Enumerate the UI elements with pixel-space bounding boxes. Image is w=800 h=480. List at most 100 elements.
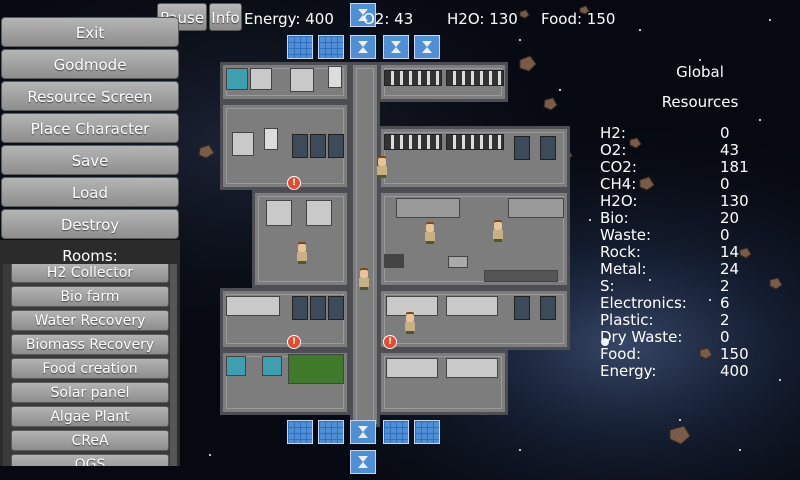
room-module[interactable] bbox=[378, 62, 508, 102]
rooms-list[interactable]: H2 Collector Bio farm Water Recovery Bio… bbox=[3, 264, 177, 466]
hourglass-machine[interactable] bbox=[328, 66, 342, 88]
room-option-water-recovery[interactable]: Water Recovery bbox=[11, 310, 169, 331]
room-corridor[interactable] bbox=[350, 62, 380, 427]
solar-panel[interactable] bbox=[414, 420, 440, 444]
water-tank[interactable] bbox=[292, 296, 308, 320]
reactor-machine[interactable] bbox=[446, 358, 498, 378]
load-button[interactable]: Load bbox=[1, 177, 179, 207]
docking-module[interactable] bbox=[350, 420, 376, 444]
resource-label: H2: bbox=[600, 124, 626, 142]
recovery-machine[interactable] bbox=[306, 200, 332, 226]
resource-label: Electronics: bbox=[600, 294, 687, 312]
info-button[interactable]: Info bbox=[209, 3, 242, 31]
electrolysis-machine[interactable] bbox=[232, 132, 254, 156]
storage-rack[interactable] bbox=[446, 70, 504, 86]
resource-value: 181 bbox=[720, 158, 749, 176]
exit-button[interactable]: Exit bbox=[1, 17, 179, 47]
water-tank[interactable] bbox=[328, 296, 344, 320]
water-tank[interactable] bbox=[310, 296, 326, 320]
rooms-scrollbar[interactable] bbox=[170, 264, 177, 466]
room-option-h2-collector[interactable]: H2 Collector bbox=[11, 264, 169, 283]
food-readout: Food: 150 bbox=[541, 10, 616, 28]
h2o-readout: H2O: 130 bbox=[447, 10, 518, 28]
alert-icon[interactable]: ! bbox=[383, 335, 397, 349]
godmode-button[interactable]: Godmode bbox=[1, 49, 179, 79]
solar-panel[interactable] bbox=[287, 420, 313, 444]
water-tank[interactable] bbox=[310, 134, 326, 158]
gas-tank[interactable] bbox=[540, 296, 556, 320]
rock-pile[interactable] bbox=[384, 254, 404, 268]
docking-module[interactable] bbox=[414, 35, 440, 59]
resource-label: Plastic: bbox=[600, 311, 654, 329]
resource-value: 150 bbox=[720, 345, 749, 363]
room-option-bio-farm[interactable]: Bio farm bbox=[11, 286, 169, 307]
docking-module[interactable] bbox=[350, 35, 376, 59]
algae-tank-machine[interactable] bbox=[226, 68, 248, 90]
solar-panel[interactable] bbox=[287, 35, 313, 59]
resource-label: Rock: bbox=[600, 243, 641, 261]
place-character-button[interactable]: Place Character bbox=[1, 113, 179, 143]
room-option-algae-plant[interactable]: Algae Plant bbox=[11, 406, 169, 427]
recovery-machine[interactable] bbox=[266, 200, 292, 226]
resource-value: 24 bbox=[720, 260, 740, 278]
resource-label: CO2: bbox=[600, 158, 637, 176]
crew-character[interactable] bbox=[358, 270, 370, 290]
room-option-crea[interactable]: CReA bbox=[11, 430, 169, 451]
crew-character[interactable] bbox=[376, 158, 388, 178]
o2-readout: O2: 43 bbox=[363, 10, 414, 28]
reactor-machine[interactable] bbox=[446, 296, 498, 316]
crew-character[interactable] bbox=[404, 314, 416, 334]
water-recovery-machine[interactable] bbox=[262, 356, 282, 376]
solar-panel[interactable] bbox=[318, 420, 344, 444]
metal-pile[interactable] bbox=[448, 256, 468, 268]
resource-label: S: bbox=[600, 277, 615, 295]
gas-tank[interactable] bbox=[540, 136, 556, 160]
water-recovery-machine[interactable] bbox=[226, 356, 246, 376]
gas-tank[interactable] bbox=[514, 136, 530, 160]
resource-value: 2 bbox=[720, 311, 730, 329]
resource-value: 0 bbox=[720, 226, 730, 244]
room-option-food-creation[interactable]: Food creation bbox=[11, 358, 169, 379]
generator-machine[interactable] bbox=[250, 68, 272, 90]
solar-panel[interactable] bbox=[383, 420, 409, 444]
storage-rack[interactable] bbox=[446, 134, 504, 150]
resource-value: 20 bbox=[720, 209, 740, 227]
resource-screen-button[interactable]: Resource Screen bbox=[1, 81, 179, 111]
hourglass-machine[interactable] bbox=[264, 128, 278, 150]
docking-module[interactable] bbox=[383, 35, 409, 59]
computer-console[interactable] bbox=[396, 198, 460, 218]
crew-character[interactable] bbox=[424, 224, 436, 244]
reactor-machine[interactable] bbox=[386, 358, 438, 378]
reactor-machine[interactable] bbox=[386, 296, 438, 316]
storage-rack[interactable] bbox=[384, 70, 442, 86]
resource-label: Waste: bbox=[600, 226, 652, 244]
resource-value: 43 bbox=[720, 141, 740, 159]
food-creation-machine[interactable] bbox=[226, 296, 280, 316]
solar-panel[interactable] bbox=[318, 35, 344, 59]
generator-machine[interactable] bbox=[290, 68, 314, 92]
alert-icon[interactable]: ! bbox=[287, 335, 301, 349]
resource-label: Food: bbox=[600, 345, 642, 363]
crew-character[interactable] bbox=[296, 244, 308, 264]
water-tank[interactable] bbox=[292, 134, 308, 158]
destroy-button[interactable]: Destroy bbox=[1, 209, 179, 239]
energy-readout: Energy: 400 bbox=[244, 10, 334, 28]
room-option-biomass-recovery[interactable]: Biomass Recovery bbox=[11, 334, 169, 355]
storage-rack[interactable] bbox=[384, 134, 442, 150]
room-option-ogs[interactable]: OGS bbox=[11, 454, 169, 466]
save-button[interactable]: Save bbox=[1, 145, 179, 175]
resource-value: 14 bbox=[720, 243, 740, 261]
docking-module[interactable] bbox=[350, 450, 376, 474]
conveyor[interactable] bbox=[484, 270, 558, 282]
computer-console[interactable] bbox=[508, 198, 564, 218]
crew-character[interactable] bbox=[492, 222, 504, 242]
alert-icon[interactable]: ! bbox=[287, 176, 301, 190]
room-option-solar-panel[interactable]: Solar panel bbox=[11, 382, 169, 403]
resource-value: 2 bbox=[720, 277, 730, 295]
water-tank[interactable] bbox=[328, 134, 344, 158]
resource-label: Dry Waste: bbox=[600, 328, 683, 346]
bio-farm-plants[interactable] bbox=[288, 354, 344, 384]
docking-module[interactable] bbox=[350, 3, 376, 27]
gas-tank[interactable] bbox=[514, 296, 530, 320]
